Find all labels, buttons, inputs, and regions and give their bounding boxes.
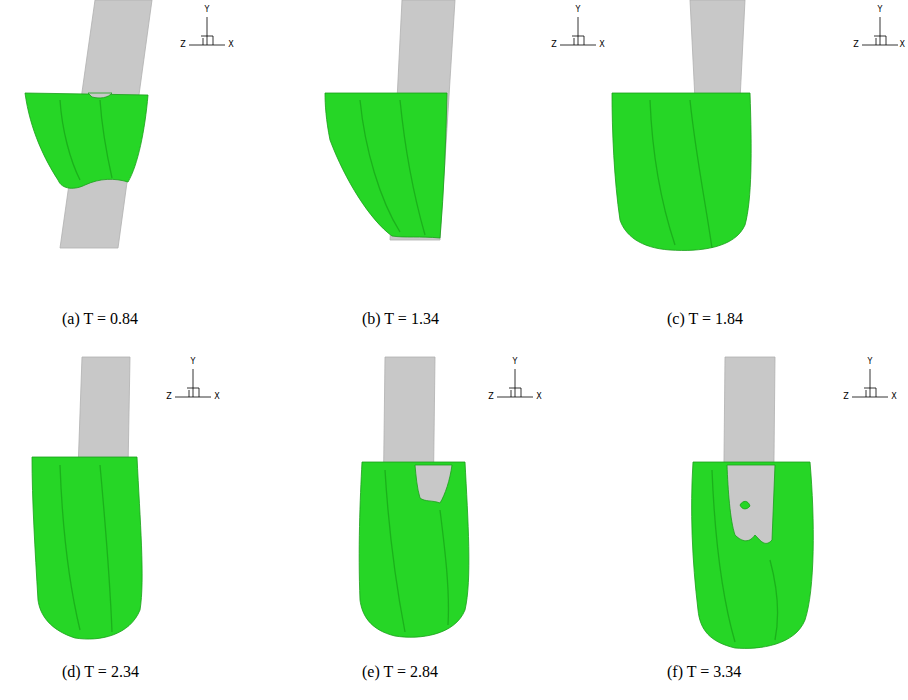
axis-label: X [599,41,604,49]
panel-caption: (b) T = 1.34 [362,311,439,327]
axis-triad [497,369,533,397]
panel-caption: (c) T = 1.84 [667,311,743,327]
isosurface [25,93,148,188]
surface-shading [60,100,112,180]
axis-label: Y [205,6,210,14]
plate-gap [88,93,112,98]
isosurface [612,93,751,250]
plate-gap [727,465,775,543]
plate [78,357,130,470]
axis-label: X [536,393,541,401]
panel-caption: (d) T = 2.34 [62,664,139,680]
plate [690,0,745,100]
axis-label: Y [576,6,581,14]
axis-triad [852,369,888,397]
surface-shading [650,100,712,248]
surface-shading [360,100,425,235]
axis-label: X [900,41,905,49]
axis-label: X [891,393,896,401]
axis-label: Z [166,393,171,401]
isosurface [692,462,814,648]
axis-label: Z [488,393,493,401]
plate-gap [415,465,452,503]
axis-triad [175,369,211,397]
surface-shading [385,470,448,632]
plate-gap [740,501,750,509]
surface-shading [712,470,778,642]
axis-label: Y [513,358,518,366]
axis-label: Y [868,358,873,366]
isosurface [359,462,469,637]
axis-label: Y [191,358,196,366]
isosurface [32,457,142,639]
axis-label: Y [878,6,883,14]
axis-label: Z [551,41,556,49]
panel-caption: (e) T = 2.84 [362,664,438,680]
surface-shading [60,465,112,632]
isosurface [325,93,447,238]
axis-triad [560,17,596,45]
panel-caption: (f) T = 3.34 [667,664,741,680]
axis-label: X [214,393,219,401]
axis-label: Z [180,41,185,49]
panel-caption: (a) T = 0.84 [62,311,138,327]
axis-label: X [228,41,233,49]
axis-triad [189,17,225,45]
axis-label: Z [853,41,858,49]
axis-label: Z [843,393,848,401]
axis-triad [862,17,898,45]
